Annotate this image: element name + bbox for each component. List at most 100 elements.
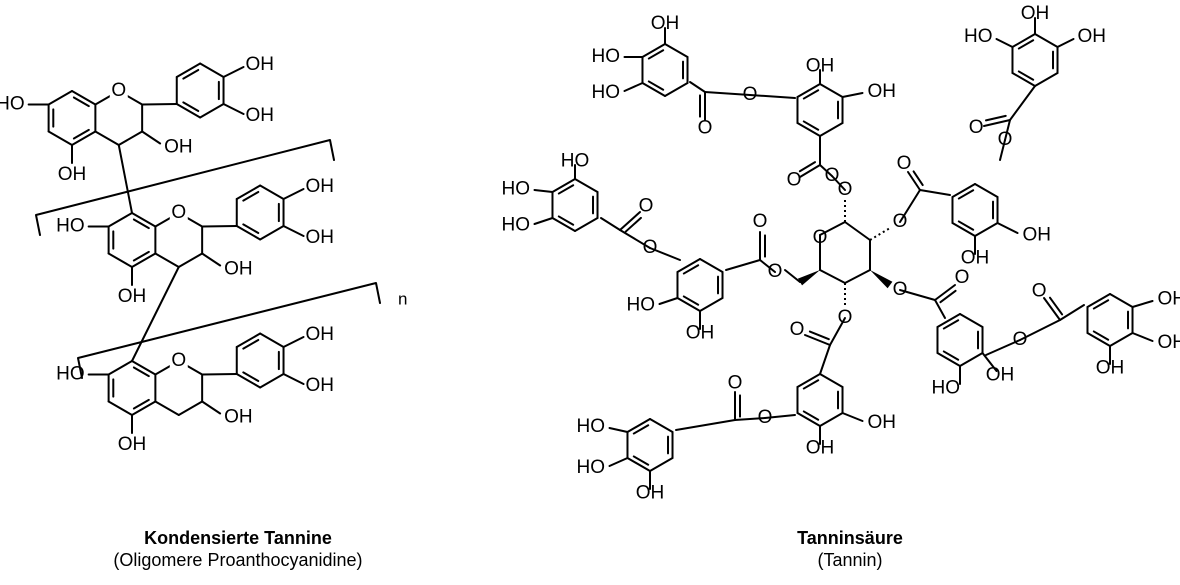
ring-bond — [107, 252, 133, 268]
bond — [995, 38, 1014, 48]
bond — [201, 373, 238, 376]
aromatic-bond — [182, 101, 200, 113]
ring-bond — [551, 217, 576, 232]
bond — [282, 188, 305, 200]
ring-bond — [796, 83, 821, 98]
ring-bond — [259, 373, 285, 389]
bond — [623, 82, 644, 92]
bond — [1131, 332, 1154, 342]
bond — [533, 189, 554, 193]
aromatic-bond — [942, 350, 960, 361]
aromatic-bond — [132, 398, 150, 410]
oxygen-label: O — [111, 80, 126, 101]
c-ring-bond — [117, 130, 144, 146]
ester-linkage: OO — [787, 161, 846, 191]
bond — [749, 94, 796, 99]
benzene-ring — [796, 83, 844, 137]
carbonyl-bond — [983, 119, 1011, 127]
bond — [734, 417, 766, 421]
ring-bond — [131, 360, 157, 376]
hydroxyl-label: OH — [806, 438, 835, 459]
hydroxyl-label: OH — [58, 164, 87, 185]
aromatic-bond — [632, 424, 650, 435]
ring-bond — [664, 82, 689, 97]
ring-bond — [47, 90, 73, 106]
bond — [619, 229, 651, 249]
benzene-ring — [641, 43, 689, 97]
ring-bond — [796, 122, 821, 137]
aromatic-bond — [72, 128, 90, 140]
double-bond-inner — [984, 114, 1007, 122]
hydroxyl-label: HO — [56, 364, 85, 385]
double-bond-inner — [1048, 296, 1064, 316]
a-ring — [107, 212, 157, 268]
carbonyl-bond — [907, 171, 921, 191]
b-ring — [175, 62, 225, 119]
hydroxyl-label: HO — [501, 215, 530, 236]
aromatic-bond — [1092, 330, 1110, 341]
oxygen-label: O — [790, 319, 805, 340]
ring-bond — [131, 212, 157, 228]
oxygen-label: O — [758, 407, 773, 428]
label-mask — [109, 81, 128, 101]
aromatic-bond — [242, 338, 260, 350]
hydroxyl-label: HO — [56, 216, 85, 237]
interflavan-bond — [117, 144, 133, 214]
oxygen-label: O — [1013, 329, 1028, 350]
c-ring-bond — [177, 400, 204, 416]
bracket-bottom — [77, 282, 381, 379]
bond — [600, 217, 621, 231]
ring-bond — [959, 352, 984, 367]
oxygen-label: O — [639, 196, 654, 217]
ring-bond — [235, 225, 262, 241]
ring-bond — [936, 352, 961, 367]
bond — [759, 259, 776, 273]
label-mask — [169, 351, 188, 371]
aromatic-bond — [957, 189, 975, 200]
bond — [841, 92, 864, 98]
condensed-tannin-title: Kondensierte Tannine — [144, 528, 332, 548]
aromatic-bond — [182, 68, 200, 80]
wedge-bond — [797, 270, 820, 286]
ring-bond — [951, 183, 976, 198]
carbonyl-bond — [934, 284, 956, 301]
bond — [1004, 119, 1011, 141]
hydroxyl-label: HO — [501, 179, 530, 200]
carbonyl-bond — [1043, 297, 1061, 321]
ring-bond — [235, 373, 262, 389]
hydroxyl-label: OH — [868, 412, 897, 433]
bond — [996, 222, 1019, 234]
hydroxyl-label: OH — [806, 56, 835, 77]
ring-bond — [796, 373, 821, 388]
oxygen-label: O — [787, 170, 802, 191]
ring-bond — [641, 43, 666, 58]
c-ring-bond — [177, 252, 204, 268]
hydroxyl-label: OH — [636, 483, 665, 504]
ring-bond — [959, 313, 984, 328]
a-ring — [107, 360, 157, 416]
bond — [282, 373, 305, 385]
ring-bond — [626, 418, 651, 433]
hydroxyl-label: OH — [306, 375, 335, 396]
benzene-ring — [951, 183, 999, 237]
hashed-bond — [869, 227, 891, 241]
oxygen-label: O — [998, 129, 1013, 150]
c-ring-bond — [94, 130, 120, 146]
hydroxyl-label: OH — [986, 365, 1015, 386]
bond — [899, 189, 921, 223]
bracket-top — [35, 139, 335, 236]
ring-bond — [1086, 332, 1111, 347]
galloyl-bottom-inner: OH OH — [796, 373, 897, 459]
ring-bond — [259, 332, 285, 348]
bond — [282, 336, 305, 348]
aromatic-bond — [1092, 299, 1110, 310]
aromatic-bond — [1017, 70, 1035, 81]
ring-bond — [71, 130, 97, 146]
b-ring — [235, 332, 285, 389]
ring-bond — [1086, 293, 1111, 308]
bond — [141, 103, 178, 106]
